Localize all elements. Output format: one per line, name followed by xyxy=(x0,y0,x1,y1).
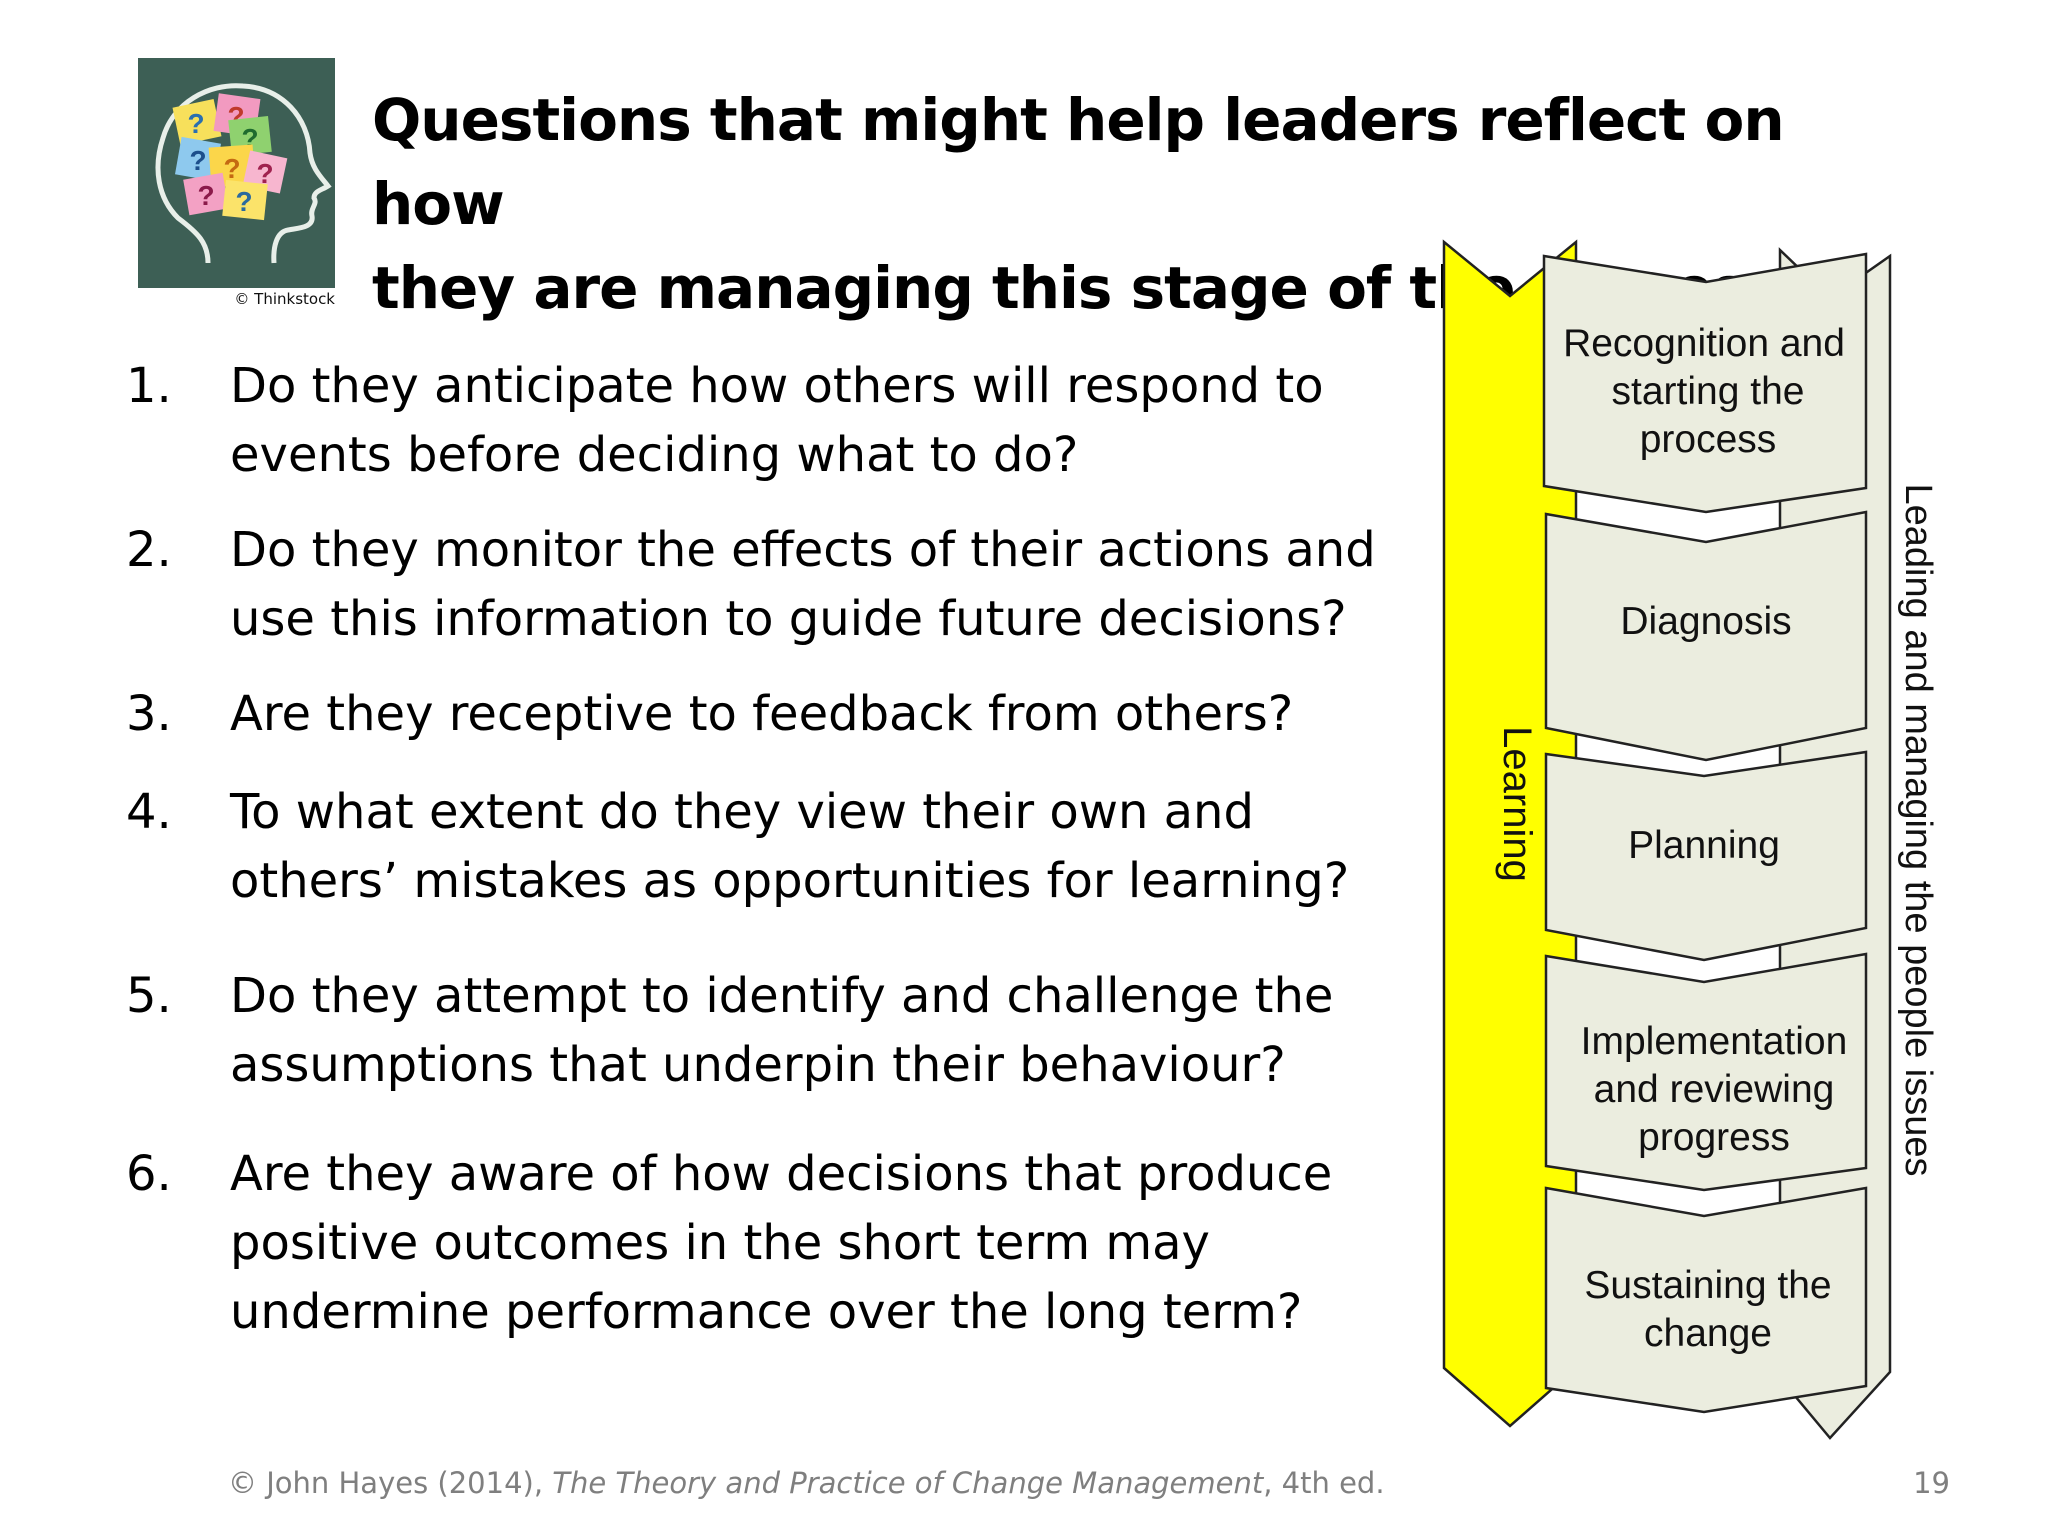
question-number: 6. xyxy=(126,1146,172,1202)
question-line: Do they monitor the effects of their act… xyxy=(230,522,1376,578)
question-text: Do they monitor the effects of their act… xyxy=(230,516,1410,654)
head-with-question-notes-icon: ? ? ? ? ? ? ? ? xyxy=(138,58,335,288)
stage-label-line: starting the xyxy=(1612,370,1805,413)
question-number: 3. xyxy=(126,686,172,742)
question-line: others’ mistakes as opportunities for le… xyxy=(230,853,1350,909)
image-credit: © Thinkstock xyxy=(234,290,335,308)
stage-shape xyxy=(1544,750,1868,962)
citation-suffix: , 4th ed. xyxy=(1263,1466,1385,1500)
question-line: use this information to guide future dec… xyxy=(230,591,1347,647)
question-line: Are they aware of how decisions that pro… xyxy=(230,1146,1333,1202)
citation-prefix: © John Hayes (2014), xyxy=(228,1466,544,1500)
change-process-diagram: Recognition and starting the process Dia… xyxy=(1440,238,1960,1450)
stage-shape xyxy=(1544,952,1868,1192)
svg-text:?: ? xyxy=(187,108,204,139)
stage-label-line: Implementation xyxy=(1581,1020,1848,1063)
title-line-1: Questions that might help leaders reflec… xyxy=(372,86,1785,238)
svg-text:?: ? xyxy=(256,158,273,189)
svg-text:?: ? xyxy=(197,180,214,211)
question-number: 2. xyxy=(126,522,172,578)
stage-label-line: and reviewing xyxy=(1594,1068,1835,1111)
stage-shape xyxy=(1544,510,1868,762)
question-number: 4. xyxy=(126,784,172,840)
stage-label-line: Recognition and xyxy=(1563,322,1845,365)
footer-citation: © John Hayes (2014), The Theory and Prac… xyxy=(228,1466,1385,1500)
stage-label-line: Planning xyxy=(1628,824,1780,867)
people-issues-label: Leading and managing the people issues xyxy=(1897,484,1939,1177)
stage-label-line: Diagnosis xyxy=(1620,600,1791,643)
question-text: To what extent do they view their own an… xyxy=(230,778,1410,916)
question-line: assumptions that underpin their behaviou… xyxy=(230,1037,1286,1093)
stage-label-line: progress xyxy=(1638,1116,1790,1159)
stage-label-line: change xyxy=(1644,1312,1772,1355)
learning-label: Learning xyxy=(1495,726,1539,882)
question-number: 5. xyxy=(126,968,172,1024)
svg-text:?: ? xyxy=(189,145,206,176)
stage-shape xyxy=(1542,252,1868,514)
question-line: Do they attempt to identify and challeng… xyxy=(230,968,1334,1024)
question-line: undermine performance over the long term… xyxy=(230,1284,1303,1340)
question-line: events before deciding what to do? xyxy=(230,427,1079,483)
question-text: Do they anticipate how others will respo… xyxy=(230,352,1410,490)
svg-text:?: ? xyxy=(223,153,240,184)
question-line: To what extent do they view their own an… xyxy=(230,784,1254,840)
stage-label-line: Sustaining the xyxy=(1584,1264,1831,1307)
question-line: Are they receptive to feedback from othe… xyxy=(230,686,1294,742)
stage-shape xyxy=(1544,1186,1868,1414)
stage-label-line: process xyxy=(1640,418,1777,461)
question-text: Are they receptive to feedback from othe… xyxy=(230,680,1410,749)
question-line: positive outcomes in the short term may xyxy=(230,1215,1210,1271)
question-number: 1. xyxy=(126,358,172,414)
page-number: 19 xyxy=(1913,1466,1950,1500)
question-text: Are they aware of how decisions that pro… xyxy=(230,1140,1410,1347)
citation-title: The Theory and Practice of Change Manage… xyxy=(552,1466,1264,1500)
question-line: Do they anticipate how others will respo… xyxy=(230,358,1324,414)
svg-text:?: ? xyxy=(235,186,252,217)
question-text: Do they attempt to identify and challeng… xyxy=(230,962,1410,1100)
